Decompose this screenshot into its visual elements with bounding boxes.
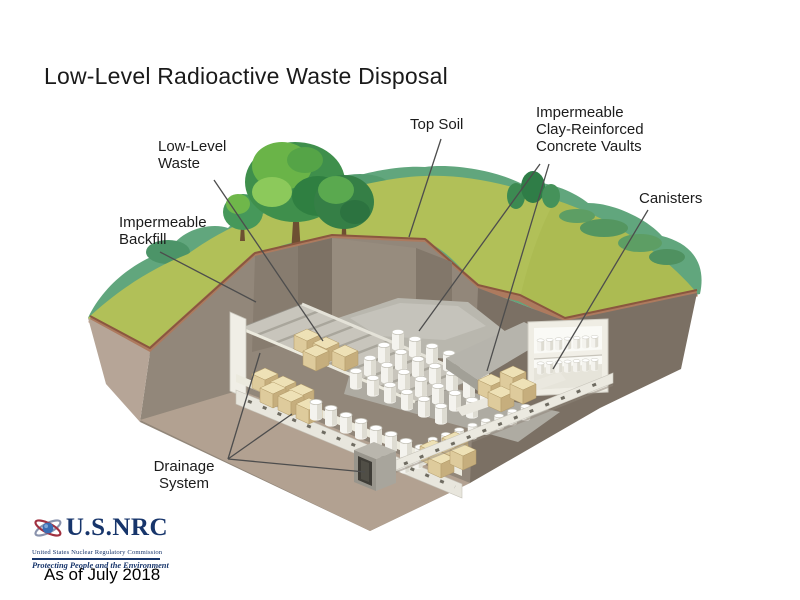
as-of-date: As of July 2018 <box>44 565 161 584</box>
label-top-soil: Top Soil <box>410 116 464 133</box>
shrubs <box>507 171 685 265</box>
nrc-logo: U.S.NRC United States Nuclear Regulatory… <box>32 508 169 570</box>
nrc-agency-full-name: United States Nuclear Regulatory Commiss… <box>32 549 163 556</box>
excavation-base <box>140 390 470 531</box>
label-drainage-system: Drainage System <box>153 458 215 492</box>
left-face <box>88 318 150 422</box>
nrc-agency-abbrev: U.S.NRC <box>65 514 168 541</box>
right-vault <box>395 318 614 479</box>
leader-lines <box>159 138 649 473</box>
label-canisters: Canisters <box>639 190 703 207</box>
label-concrete-vaults: Impermeable Clay-Reinforced Concrete Vau… <box>536 104 644 155</box>
nrc-atom-icon <box>34 519 62 537</box>
label-low-level-waste: Low-Level Waste <box>158 138 227 172</box>
slide-title: Low-Level Radioactive Waste Disposal <box>44 63 448 89</box>
drainage-culvert <box>354 442 396 491</box>
label-impermeable-backfill: Impermeable Backfill <box>119 214 207 248</box>
nrc-tagline: Protecting People and the Environment <box>32 561 169 570</box>
nrc-divider <box>32 557 160 560</box>
